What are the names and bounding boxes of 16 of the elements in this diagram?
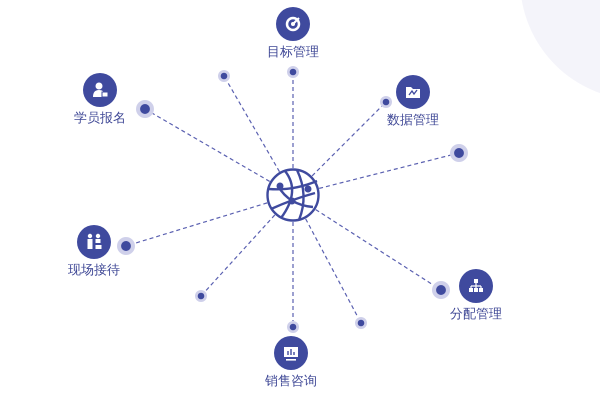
dashed-line xyxy=(292,78,294,168)
dashed-line xyxy=(315,209,434,286)
node-label: 目标管理 xyxy=(266,45,320,61)
node-label: 销售咨询 xyxy=(264,374,318,390)
dashed-line xyxy=(226,80,280,172)
node-label: 分配管理 xyxy=(449,307,503,323)
node-label: 学员报名 xyxy=(73,111,127,127)
dashed-line xyxy=(204,214,276,292)
dashed-line xyxy=(312,106,382,176)
dashed-line xyxy=(292,222,294,321)
node-label: 数据管理 xyxy=(386,113,440,129)
node-label: 现场接待 xyxy=(67,263,121,279)
dashed-line xyxy=(134,202,268,244)
dashed-line xyxy=(152,113,270,182)
dashed-line xyxy=(319,154,450,189)
dashed-line xyxy=(305,218,359,318)
